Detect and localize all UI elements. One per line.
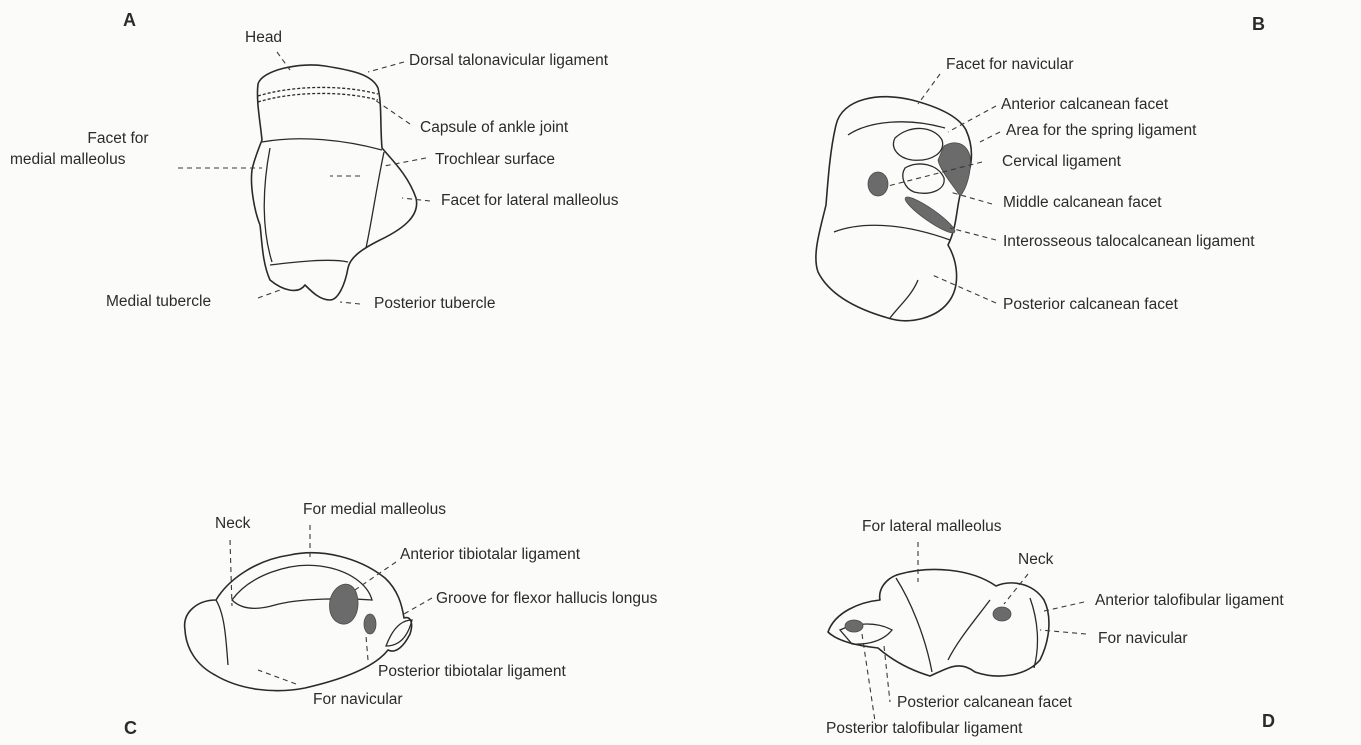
label-facet-medial-malleolus-line-1: Facet for (28, 130, 208, 148)
talus-d-posterior-talofibular-mark (845, 620, 863, 632)
panel-letter-b: B (1252, 14, 1265, 35)
label-cervical-ligament: Cervical ligament (1002, 153, 1121, 171)
label-head: Head (245, 29, 282, 47)
talus-d-navicular-border (1030, 598, 1037, 668)
label-for-navicular-c: For navicular (313, 691, 403, 709)
talus-d-malleolar-border (896, 578, 932, 672)
talus-a-head-capsule-2 (258, 93, 378, 102)
talus-a-trochlea-border (262, 139, 382, 150)
talus-c-anterior-tibiotalar-mark (330, 584, 359, 624)
label-posterior-calcanean-facet-b: Posterior calcanean facet (1003, 296, 1178, 314)
talus-inferior-view (816, 74, 1000, 321)
label-neck-d: Neck (1018, 551, 1053, 569)
label-for-medial-malleolus: For medial malleolus (303, 501, 446, 519)
label-area-spring-ligament: Area for the spring ligament (1006, 122, 1196, 140)
label-for-lateral-malleolus: For lateral malleolus (862, 518, 1002, 536)
label-neck-c: Neck (215, 515, 250, 533)
label-facet-for-navicular: Facet for navicular (946, 56, 1074, 74)
talus-d-anterior-talofibular-mark (993, 607, 1011, 621)
label-posterior-tubercle: Posterior tubercle (374, 295, 495, 313)
talus-b-sulcus (834, 225, 950, 240)
talus-superior-view (178, 52, 430, 304)
talus-a-head-capsule (258, 87, 378, 96)
talus-c-groove-flap (386, 620, 412, 646)
label-facet-lateral-malleolus: Facet for lateral malleolus (441, 192, 618, 210)
label-anterior-calcanean-facet: Anterior calcanean facet (1001, 96, 1168, 114)
talus-b-cervical-ligament-mark (868, 172, 888, 196)
label-anterior-tibiotalar-ligament: Anterior tibiotalar ligament (400, 546, 580, 564)
label-dorsal-talonavicular-ligament: Dorsal talonavicular ligament (409, 52, 608, 70)
talus-d-lateral-process (948, 600, 990, 660)
panel-letter-c: C (124, 718, 137, 739)
label-facet-medial-malleolus-line-2: medial malleolus (10, 151, 125, 169)
talus-b-middle-facet (903, 164, 944, 193)
talus-b-interosseous-mark (902, 193, 958, 237)
label-for-navicular-d: For navicular (1098, 630, 1188, 648)
label-interosseous-talocalcanean-ligament: Interosseous talocalcanean ligament (1003, 233, 1255, 251)
label-groove-flexor-hallucis-longus: Groove for flexor hallucis longus (436, 590, 657, 608)
talus-c-navicular-facet (216, 600, 228, 665)
label-medial-tubercle: Medial tubercle (106, 293, 211, 311)
label-posterior-talofibular-ligament: Posterior talofibular ligament (826, 720, 1022, 738)
talus-b-navicular-facet (848, 122, 945, 135)
panel-letter-a: A (123, 10, 136, 31)
label-anterior-talofibular-ligament: Anterior talofibular ligament (1095, 592, 1284, 610)
label-posterior-calcanean-facet-d: Posterior calcanean facet (897, 694, 1072, 712)
talus-c-posterior-tibiotalar-mark (364, 614, 376, 634)
label-capsule-of-ankle-joint: Capsule of ankle joint (420, 119, 568, 137)
talus-a-lateral-ridge (366, 152, 384, 248)
talus-b-anterior-calcanean (894, 128, 943, 160)
label-middle-calcanean-facet: Middle calcanean facet (1003, 194, 1162, 212)
label-posterior-tibiotalar-ligament: Posterior tibiotalar ligament (378, 663, 566, 681)
talus-a-posterior-lip (270, 260, 348, 265)
label-trochlear-surface: Trochlear surface (435, 151, 555, 169)
talus-b-posterior-edge (890, 280, 918, 318)
talus-a-medial-ridge (264, 148, 272, 262)
panel-letter-d: D (1262, 711, 1275, 732)
talus-b-outline (816, 97, 971, 321)
